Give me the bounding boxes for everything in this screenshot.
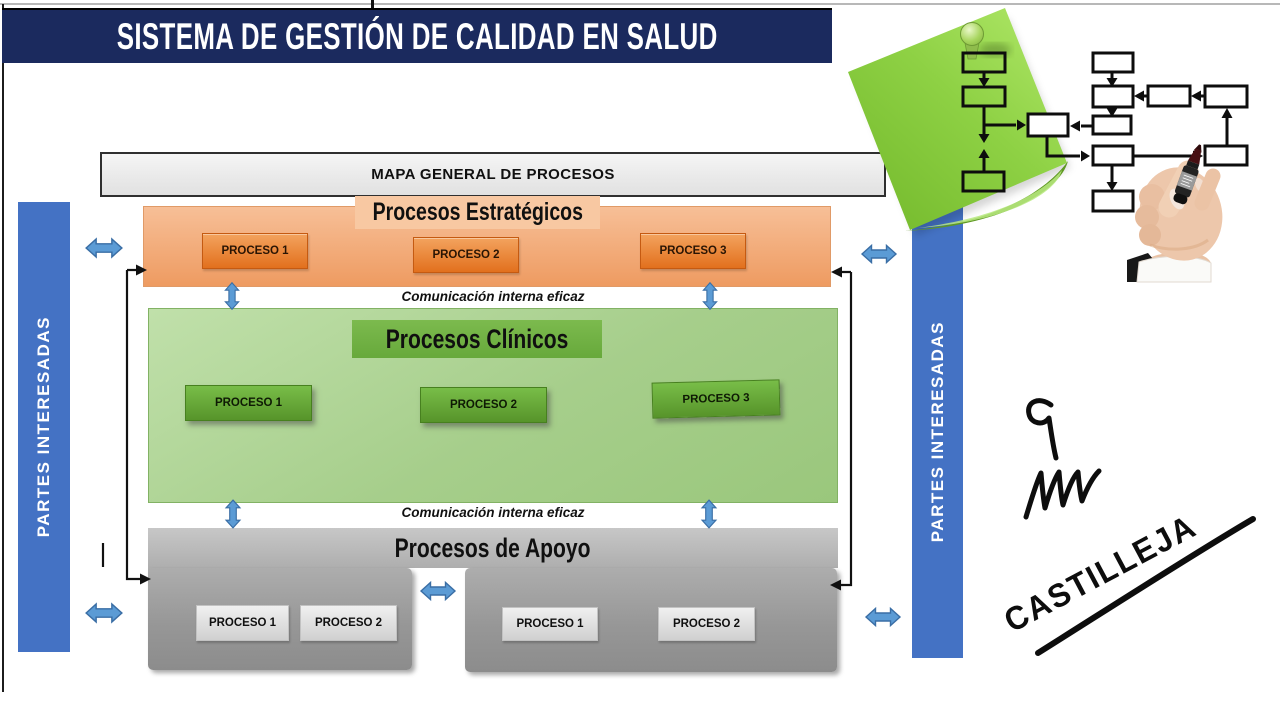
- map-header-label: MAPA GENERAL DE PROCESOS: [371, 166, 615, 183]
- frame-top-line: [0, 3, 1280, 5]
- label-clinicos: Procesos Clínicos: [352, 320, 602, 358]
- signature: CASTILLEJA: [998, 398, 1256, 656]
- label-estrategicos-text: Procesos Estratégicos: [372, 198, 583, 226]
- process-box-clinicos-1: PROCESO 1: [185, 385, 312, 421]
- stakeholders-bar-left: PARTES INTERESADAS: [18, 202, 70, 652]
- page-title: SISTEMA DE GESTIÓN DE CALIDAD EN SALUD: [116, 15, 718, 57]
- process-box-clinicos-2: PROCESO 2: [420, 387, 547, 423]
- tick-mark: [371, 0, 374, 8]
- fingernail: [1169, 188, 1185, 210]
- double-arrow-icon: [85, 238, 123, 258]
- communication-label-bottom: Comunicación interna eficaz: [401, 505, 585, 520]
- label-apoyo-band: Procesos de Apoyo: [148, 528, 838, 568]
- signature-name: CASTILLEJA: [998, 507, 1203, 639]
- frame-left-line: [2, 4, 4, 692]
- label-apoyo-text: Procesos de Apoyo: [395, 532, 591, 563]
- map-header: MAPA GENERAL DE PROCESOS: [100, 152, 886, 197]
- process-box-estrategicos-2: PROCESO 2: [413, 237, 519, 273]
- double-arrow-icon: [861, 244, 897, 264]
- communication-label-top: Comunicación interna eficaz: [401, 289, 585, 304]
- label-clinicos-text: Procesos Clínicos: [385, 323, 569, 354]
- process-box-apoyo-right-2: PROCESO 2: [658, 607, 755, 641]
- label-estrategicos: Procesos Estratégicos: [355, 196, 600, 229]
- shirt-cuff: [1136, 255, 1212, 283]
- suit-cuff: [1127, 253, 1172, 282]
- fingernail: [1194, 177, 1206, 193]
- process-box-apoyo-right-1: PROCESO 1: [502, 607, 598, 641]
- flowchart: [961, 51, 1249, 213]
- process-box-estrategicos-3: PROCESO 3: [640, 233, 746, 269]
- feedback-bracket-left: [101, 268, 140, 581]
- process-box-clinicos-3: PROCESO 3: [651, 379, 781, 419]
- pin-shadow: [979, 43, 1011, 57]
- feedback-bracket-right: [841, 270, 853, 587]
- push-pin-icon: [960, 22, 984, 60]
- title-banner: SISTEMA DE GESTIÓN DE CALIDAD EN SALUD: [2, 8, 832, 63]
- double-arrow-icon: [420, 581, 456, 601]
- hand-photo: [1127, 144, 1223, 283]
- marker-pen-icon: [1173, 144, 1202, 205]
- flowchart-arrowheads: [978, 78, 1233, 191]
- process-box-apoyo-left-1: PROCESO 1: [196, 605, 289, 641]
- sticky-note: [848, 8, 1070, 236]
- double-arrow-icon: [865, 607, 901, 627]
- stakeholders-left-label: PARTES INTERESADAS: [34, 316, 53, 538]
- process-box-apoyo-left-2: PROCESO 2: [300, 605, 397, 641]
- stakeholders-right-label: PARTES INTERESADAS: [927, 320, 947, 543]
- double-arrow-icon: [85, 603, 123, 623]
- process-box-estrategicos-1: PROCESO 1: [202, 233, 308, 269]
- stakeholders-bar-right: PARTES INTERESADAS: [912, 205, 963, 658]
